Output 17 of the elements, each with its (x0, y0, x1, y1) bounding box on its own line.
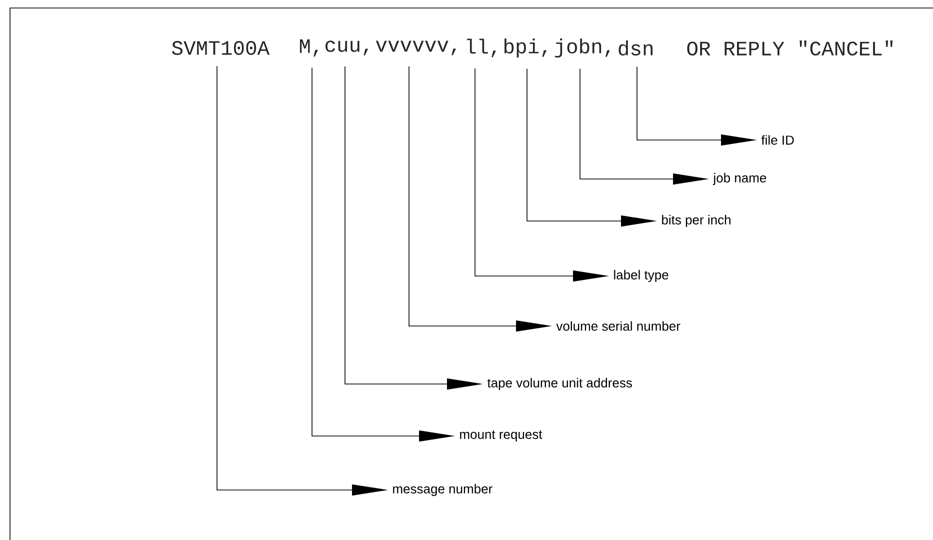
message-token: vvvvvv, (376, 40, 456, 56)
reply-option: OR REPLY "CANCEL" (687, 40, 892, 56)
message-token: dsn (618, 40, 652, 56)
message-token: bpi, (504, 38, 547, 58)
message-token: M, (300, 39, 318, 57)
message-token: jobn, (554, 38, 610, 58)
field-description: message number (393, 484, 492, 496)
field-description: job name (712, 172, 766, 186)
field-description: volume serial number (556, 321, 680, 331)
field-description: mount request (460, 430, 542, 442)
message-token: SVMT100A (172, 41, 270, 55)
field-description: label type (614, 270, 668, 282)
field-description: tape volume unit address (487, 378, 632, 390)
message-token: ll, (467, 38, 496, 58)
message-token: cuu, (326, 40, 368, 56)
field-description: bits per inch (662, 214, 730, 228)
field-description: file ID (761, 135, 794, 145)
